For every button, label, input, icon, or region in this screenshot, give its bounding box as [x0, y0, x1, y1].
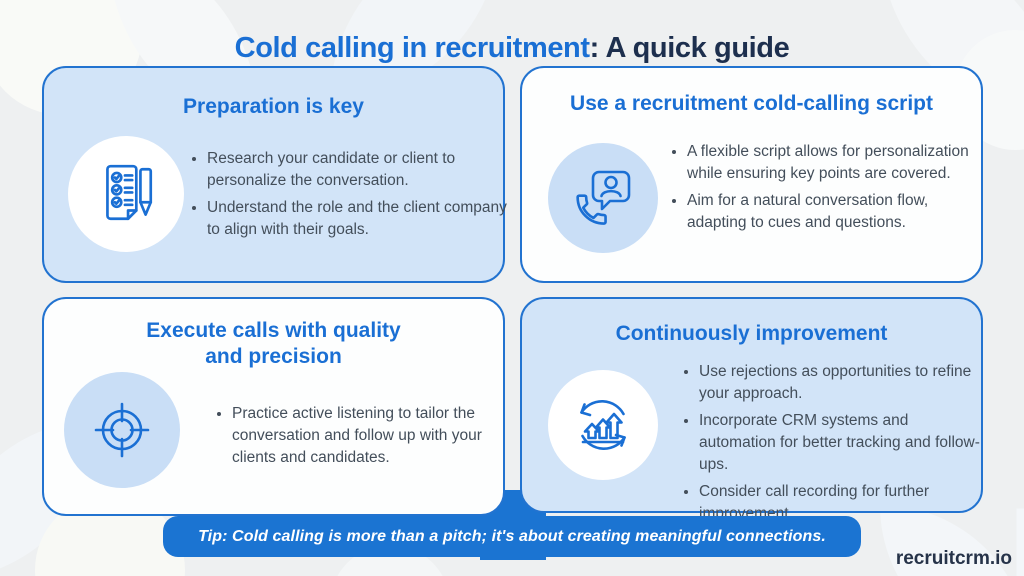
card-title: Continuously improvement [615, 322, 888, 345]
icon-circle [548, 143, 658, 253]
page-title-highlight: Cold calling in recruitment [234, 32, 590, 65]
tip-banner: Tip: Cold calling is more than a pitch; … [163, 516, 861, 557]
bullet-list: Use rejections as opportunities to refin… [677, 361, 984, 530]
tip-text: Tip: Cold calling is more than a pitch; … [198, 527, 826, 545]
phone-contact-icon [576, 170, 631, 225]
bullet-list: A flexible script allows for personaliza… [665, 141, 969, 239]
growth-cycle-icon [580, 400, 626, 450]
brand-logo: recruitcrm.io [895, 548, 1012, 569]
page-title: Cold calling in recruitment: A quick gui… [0, 32, 1024, 65]
card-continuous-improvement: Continuously improvement Use rejections … [520, 297, 983, 522]
card-title: Preparation is key [183, 95, 364, 118]
checklist-pen-icon [106, 164, 153, 221]
page-title-rest: : A quick guide [589, 32, 790, 65]
card-cold-calling-script: Use a recruitment cold-calling script A … [520, 66, 983, 283]
bullet-item: A flexible script allows for personaliza… [687, 141, 969, 185]
bullet-item: Use rejections as opportunities to refin… [699, 361, 984, 405]
card-preparation: Preparation is key Research your candida… [42, 66, 507, 283]
bullet-item: Research your candidate or client to per… [207, 148, 507, 192]
bullet-item: Incorporate CRM systems and automation f… [699, 410, 984, 476]
icon-circle [68, 136, 184, 252]
icon-circle [548, 370, 658, 480]
bullet-list: Practice active listening to tailor the … [210, 403, 506, 474]
bullet-list: Research your candidate or client to per… [185, 148, 507, 246]
card-title: Use a recruitment cold-calling script [570, 92, 933, 115]
target-icon [94, 402, 150, 458]
bullet-item: Aim for a natural conversation flow, ada… [687, 190, 969, 234]
bullet-item: Practice active listening to tailor the … [232, 403, 506, 469]
icon-circle [64, 372, 180, 488]
bullet-item: Understand the role and the client compa… [207, 197, 507, 241]
